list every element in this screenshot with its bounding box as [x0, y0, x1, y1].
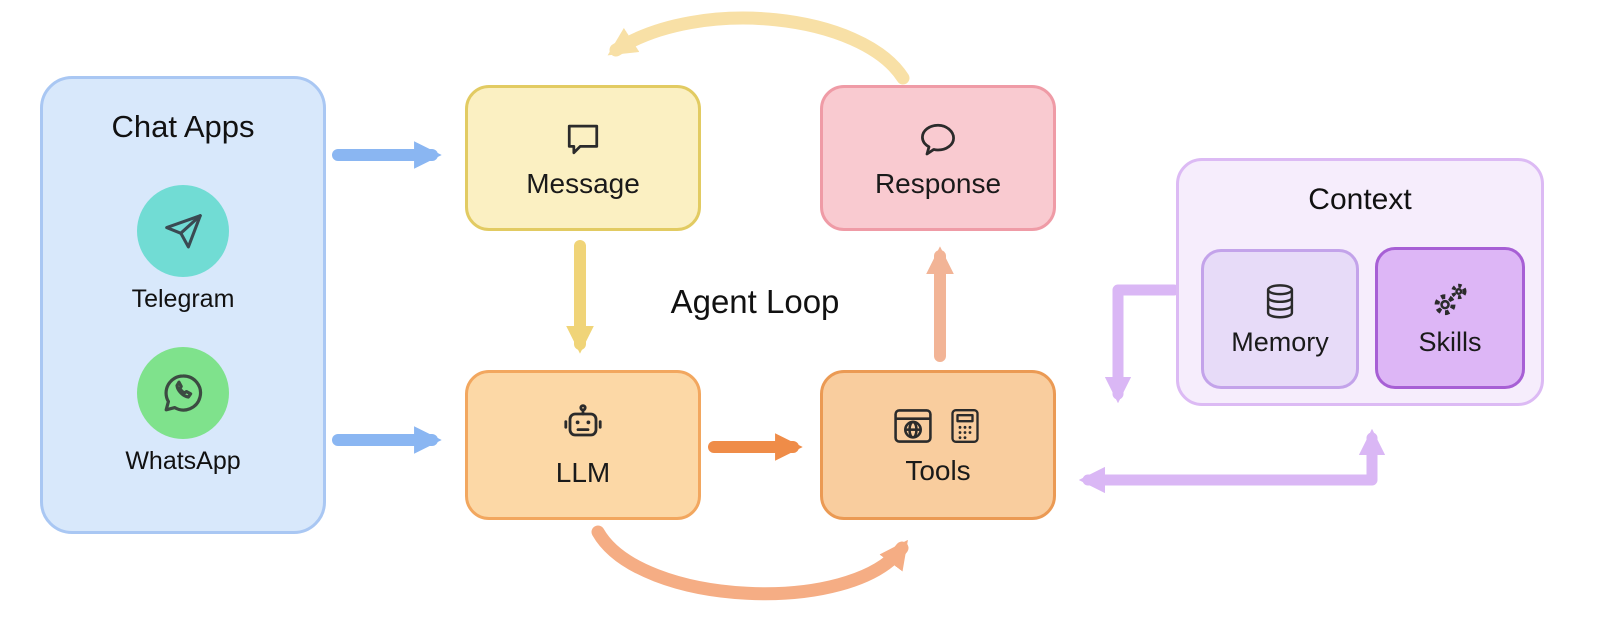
- round-speech-bubble-icon: [921, 123, 955, 155]
- context-panel: Context Memory Skills: [1176, 158, 1544, 406]
- square-speech-bubble-icon: [567, 124, 599, 154]
- calculator-icon: [951, 408, 979, 443]
- agent-loop-title: Agent Loop: [670, 283, 840, 320]
- message-node: Message: [465, 85, 701, 231]
- response-label: Response: [874, 167, 1002, 199]
- skills-node: Skills: [1375, 247, 1525, 389]
- arrow-context-to-tools-elbow-left: [1078, 428, 1386, 494]
- tools-label: Tools: [905, 454, 971, 486]
- llm-label: LLM: [555, 456, 611, 488]
- memory-node: Memory: [1201, 249, 1359, 389]
- gears-icon: [1434, 283, 1467, 315]
- telegram-icon: [137, 185, 229, 277]
- skills-label: Skills: [1418, 326, 1482, 357]
- telegram-label: Telegram: [131, 285, 235, 313]
- chat-apps-panel: Chat Apps Telegram WhatsApp: [40, 76, 326, 534]
- tools-node: Tools: [820, 370, 1056, 520]
- chat-apps-title: Chat Apps: [111, 109, 255, 144]
- whatsapp-icon: [137, 347, 229, 439]
- arrow-context-to-tools-elbow-down: [1104, 284, 1180, 404]
- robot-icon: [564, 403, 602, 436]
- database-icon: [1266, 283, 1294, 318]
- message-label: Message: [526, 167, 640, 199]
- whatsapp-label: WhatsApp: [125, 447, 241, 475]
- browser-and-calculator-icon: [891, 404, 985, 448]
- arrow-llm-to-tools-curve: [591, 525, 909, 601]
- llm-node: LLM: [465, 370, 701, 520]
- memory-label: Memory: [1231, 326, 1329, 357]
- browser-globe-icon: [894, 408, 932, 443]
- context-title: Context: [1308, 183, 1412, 216]
- arrow-response-to-message-curve: [607, 11, 910, 85]
- response-node: Response: [820, 85, 1056, 231]
